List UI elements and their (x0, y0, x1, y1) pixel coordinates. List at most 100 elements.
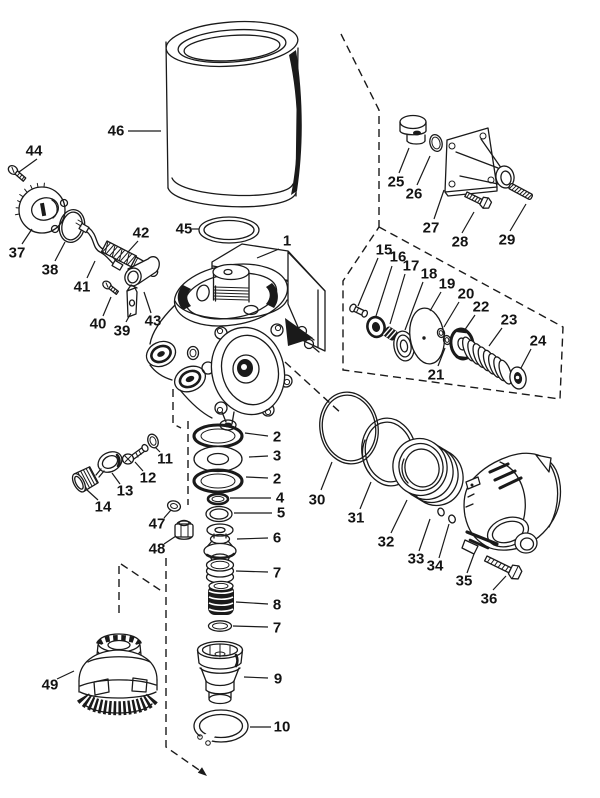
part-label-31: 31 (348, 510, 365, 527)
part-label-17: 17 (403, 258, 420, 275)
leader-line-1 (256, 248, 280, 259)
leader-line-8 (235, 601, 269, 605)
spring-17 (383, 326, 398, 341)
end-cover-35 (461, 452, 562, 555)
leader-line-11 (154, 446, 161, 453)
washer-20 (436, 327, 446, 339)
end-cap-49 (77, 633, 159, 716)
leader-line-7 (235, 570, 269, 573)
leader-line-14 (86, 489, 99, 501)
snap-ring-10 (186, 709, 249, 753)
leader-line-49 (56, 670, 75, 680)
part-label-40: 40 (90, 316, 107, 333)
part-label-2: 2 (273, 429, 281, 446)
leader-line-17 (389, 273, 406, 325)
threaded-ring-32 (392, 437, 464, 507)
leader-lines (18, 130, 532, 728)
valve-disc-13 (95, 451, 123, 478)
washer-47 (166, 500, 182, 512)
oring-2-lower (192, 468, 244, 494)
part-label-11: 11 (157, 451, 173, 468)
part-label-39: 39 (114, 323, 131, 340)
dashed-run-arrowhead (197, 767, 207, 776)
part-label-2: 2 (273, 471, 281, 488)
leader-line-24 (520, 348, 532, 369)
dashed-lower-run (165, 558, 203, 773)
leader-line-32 (390, 499, 408, 534)
leader-line-41 (86, 260, 96, 279)
leader-line-21 (437, 347, 446, 367)
bracket-39 (126, 284, 138, 318)
part-label-12: 12 (140, 470, 157, 487)
purge-valve-6 (203, 523, 237, 563)
dashed-box-check-valve (342, 226, 564, 400)
washer-3 (193, 445, 243, 473)
part-label-7: 7 (273, 620, 281, 637)
leader-line-40 (102, 296, 112, 317)
leader-line-34 (438, 523, 450, 559)
leader-line-3 (248, 455, 269, 458)
part-label-22: 22 (473, 299, 490, 316)
screw-44 (7, 164, 27, 182)
leader-line-19 (429, 291, 442, 312)
part-label-26: 26 (406, 186, 423, 203)
part-label-27: 27 (423, 220, 440, 237)
plug-14 (71, 466, 99, 493)
part-label-29: 29 (499, 232, 516, 249)
leader-line-47 (163, 509, 172, 519)
part-label-41: 41 (74, 279, 91, 296)
part-label-23: 23 (501, 312, 518, 329)
leader-line-42 (127, 240, 139, 253)
diaphragm-30 (319, 391, 379, 465)
stud-29 (508, 183, 534, 200)
leader-line-2 (244, 432, 269, 437)
part-label-14: 14 (95, 499, 112, 516)
bolt-36 (483, 555, 523, 580)
leader-line-12 (134, 461, 144, 472)
washer-stack-7-upper (205, 558, 235, 584)
part-label-35: 35 (456, 573, 473, 590)
part-label-33: 33 (408, 551, 425, 568)
part-label-49: 49 (42, 677, 59, 694)
leader-line-30 (320, 461, 333, 491)
leader-line-9 (243, 676, 269, 679)
oring-33 (437, 507, 445, 517)
dashed-pointer-diaphragm (284, 361, 343, 415)
leader-line-16 (375, 265, 393, 317)
leader-line-2 (245, 476, 269, 479)
leader-line-33 (418, 518, 431, 552)
leader-line-36 (492, 575, 507, 591)
part-label-45: 45 (176, 221, 193, 238)
leader-line-23 (488, 327, 503, 347)
seat-5 (205, 505, 233, 523)
leader-line-43 (143, 291, 152, 314)
dashed-boundaries (118, 33, 564, 776)
leader-line-44 (18, 158, 38, 173)
leader-line-22 (463, 314, 476, 332)
dashed-stub-left (172, 389, 182, 429)
washer-7-lower (207, 620, 233, 632)
oring-4 (206, 492, 230, 506)
purge-piston-9 (196, 640, 244, 705)
spacer-25 (399, 114, 427, 145)
part-label-42: 42 (133, 225, 150, 242)
part-label-4: 4 (276, 490, 285, 507)
leader-line-20 (443, 301, 460, 328)
part-label-36: 36 (481, 591, 498, 608)
dashed-separator-upper (340, 33, 380, 227)
oring-26 (429, 133, 443, 153)
part-label-13: 13 (117, 483, 134, 500)
part-label-3: 3 (273, 448, 281, 465)
leader-line-7 (232, 625, 269, 628)
part-label-19: 19 (439, 276, 456, 293)
adapter-27 (444, 127, 515, 197)
spring-8 (208, 580, 234, 615)
part-label-20: 20 (458, 286, 475, 303)
leader-line-15 (357, 257, 379, 307)
part-label-9: 9 (274, 671, 282, 688)
body-assembly-1 (145, 243, 326, 431)
part-label-7: 7 (273, 565, 281, 582)
part-label-48: 48 (149, 541, 166, 558)
